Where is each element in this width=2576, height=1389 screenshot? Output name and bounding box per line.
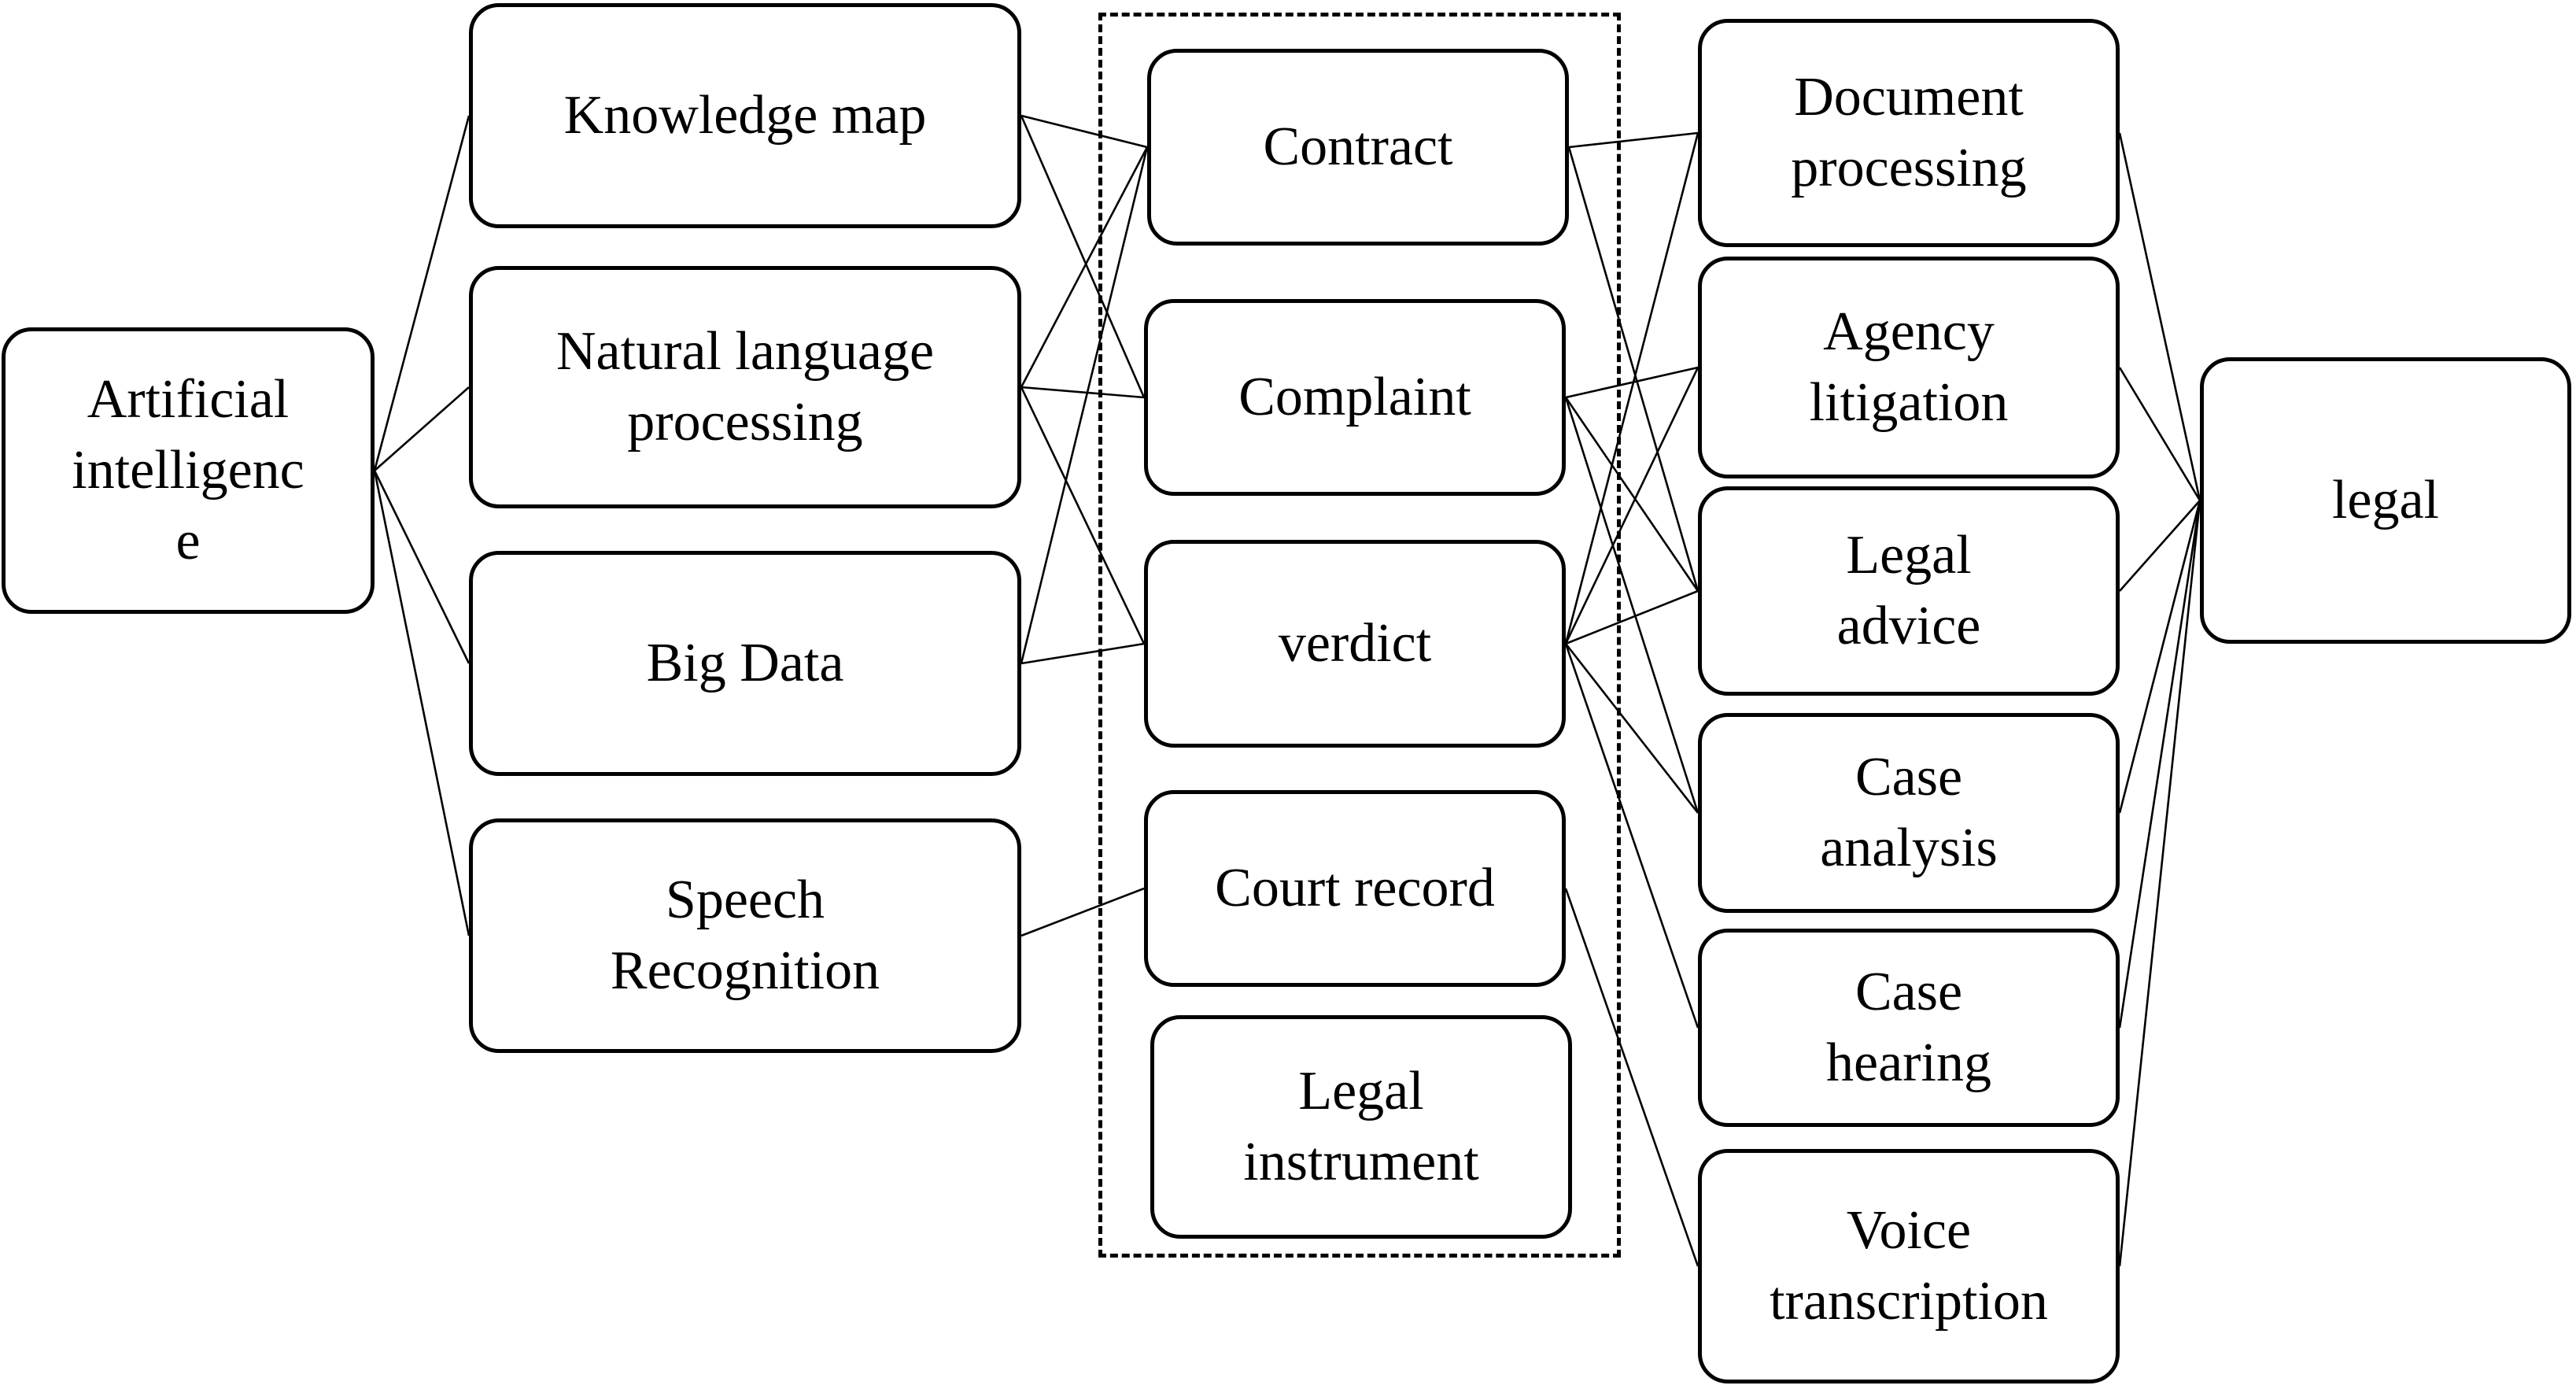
node-document-processing: Document processing: [1698, 19, 2120, 247]
connector-complaint-to-legal_advice: [1564, 397, 1699, 592]
connector-case_analysis-to-target: [2118, 500, 2201, 814]
connector-case_hearing-to-target: [2118, 500, 2201, 1029]
connector-knowledge_map-to-contract: [1020, 114, 1148, 149]
node-label: Big Data: [646, 633, 844, 693]
node-big-data: Big Data: [469, 551, 1021, 776]
node-label: Speech Recognition: [610, 870, 880, 1001]
connector-root-to-speech_recognition: [373, 470, 471, 936]
node-label: Artificial intelligenc e: [72, 369, 304, 571]
connector-nlp-to-contract: [1020, 146, 1149, 388]
node-complaint: Complaint: [1144, 299, 1566, 496]
node-label: Legal advice: [1836, 525, 1981, 656]
node-legal-advice: Legal advice: [1698, 486, 2120, 696]
connector-complaint-to-agency_litigation: [1565, 366, 1699, 399]
connector-big_data-to-contract: [1020, 146, 1149, 664]
connector-nlp-to-complaint: [1020, 386, 1145, 399]
node-agency-litigation: Agency litigation: [1698, 257, 2120, 478]
node-natural-language-processing: Natural language processing: [469, 266, 1021, 508]
connector-big_data-to-verdict: [1020, 642, 1145, 665]
node-label: Case analysis: [1820, 747, 1998, 878]
connector-nlp-to-verdict: [1020, 386, 1146, 645]
node-label: Voice transcription: [1770, 1200, 2048, 1332]
connector-legal_advice-to-target: [2119, 500, 2201, 592]
node-contract: Contract: [1147, 49, 1569, 246]
node-label: Legal instrument: [1243, 1061, 1479, 1192]
connector-root-to-knowledge_map: [373, 115, 471, 471]
connector-agency_litigation-to-target: [2118, 367, 2201, 501]
node-artificial-intelligence: Artificial intelligenc e: [2, 327, 375, 614]
legal-documents-group-frame: [1098, 13, 1621, 1258]
node-label: Court record: [1215, 858, 1495, 918]
node-label: Complaint: [1238, 367, 1471, 427]
connector-voice_transcription-to-target: [2118, 500, 2201, 1267]
connector-root-to-big_data: [373, 470, 471, 664]
connector-complaint-to-case_analysis: [1564, 397, 1699, 814]
node-verdict: verdict: [1144, 540, 1566, 748]
node-label: Knowledge map: [563, 85, 927, 146]
node-case-analysis: Case analysis: [1698, 713, 2120, 913]
node-label: Contract: [1263, 116, 1453, 177]
connector-contract-to-legal_advice: [1567, 146, 1699, 592]
connector-knowledge_map-to-complaint: [1020, 115, 1146, 398]
node-label: Case hearing: [1826, 962, 1991, 1093]
node-label: Agency litigation: [1809, 301, 2009, 433]
node-label: Natural language processing: [555, 321, 935, 453]
connector-verdict-to-legal_advice: [1565, 589, 1699, 645]
connector-speech_recognition-to-court_record: [1020, 887, 1145, 937]
node-knowledge-map: Knowledge map: [469, 3, 1021, 228]
connector-verdict-to-agency_litigation: [1564, 367, 1699, 645]
connector-verdict-to-case_analysis: [1564, 643, 1699, 814]
node-legal-instrument: Legal instrument: [1150, 1015, 1572, 1239]
connector-verdict-to-case_hearing: [1564, 643, 1699, 1029]
node-legal: legal: [2200, 357, 2571, 644]
node-label: verdict: [1278, 613, 1432, 674]
node-label: Document processing: [1791, 67, 2027, 198]
node-voice-transcription: Voice transcription: [1698, 1149, 2120, 1383]
connector-court_record-to-voice_transcription: [1564, 888, 1699, 1267]
node-case-hearing: Case hearing: [1698, 929, 2120, 1127]
connector-root-to-nlp: [374, 386, 470, 471]
node-court-record: Court record: [1144, 790, 1566, 987]
connector-document_processing-to-target: [2118, 132, 2201, 501]
connector-contract-to-document_processing: [1568, 131, 1699, 149]
node-speech-recognition: Speech Recognition: [469, 818, 1021, 1053]
node-label: legal: [2331, 470, 2440, 530]
connector-verdict-to-document_processing: [1564, 132, 1699, 645]
